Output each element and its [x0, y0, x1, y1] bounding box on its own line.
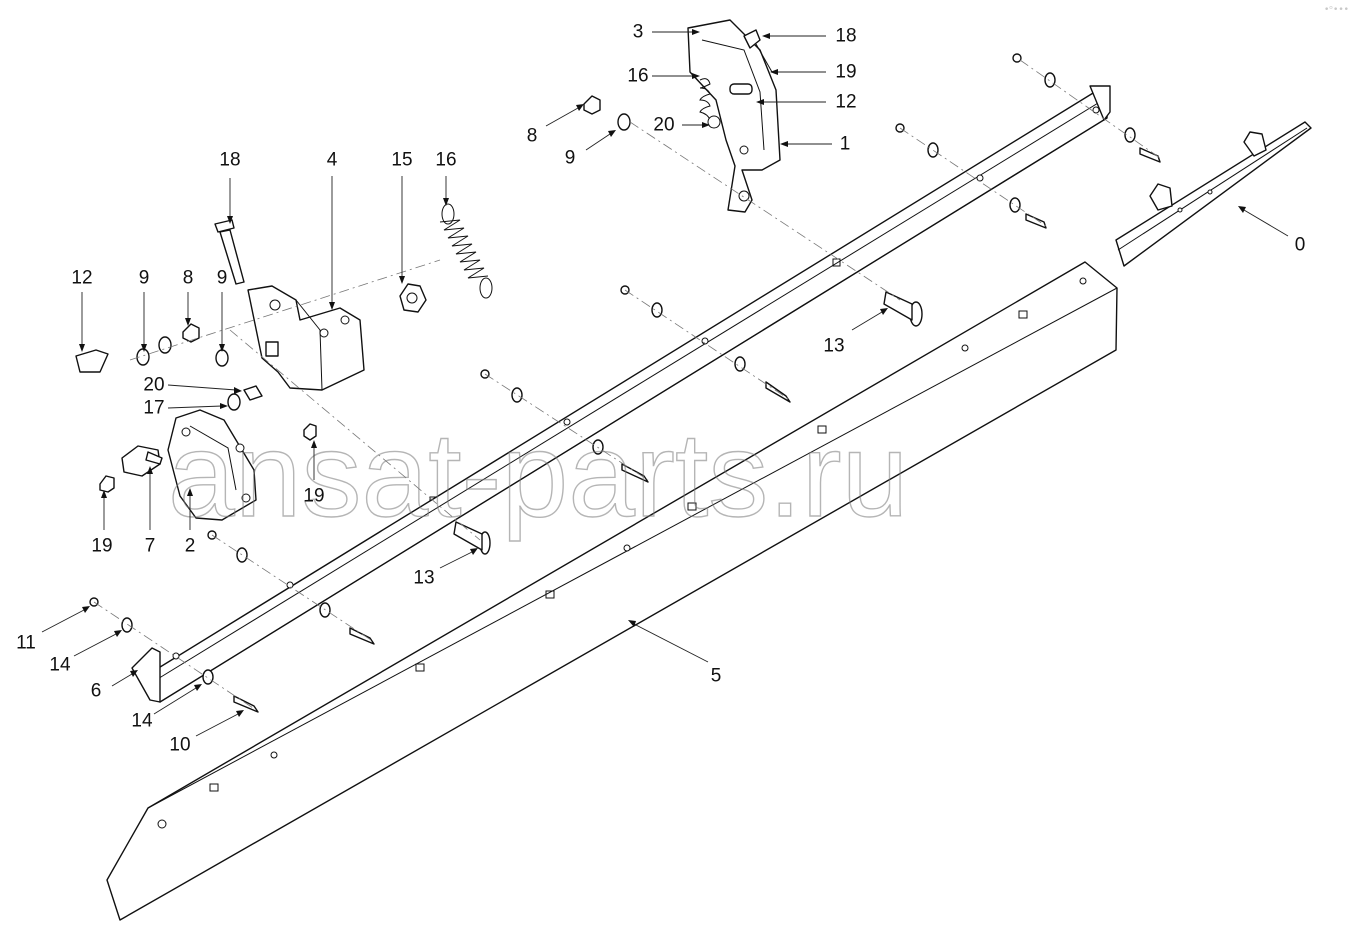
callout-13: 13	[413, 568, 434, 589]
callout-20: 20	[143, 375, 164, 396]
callout-8: 8	[183, 268, 194, 289]
callout-12: 12	[71, 268, 92, 289]
part-18-bolt-upper	[743, 29, 773, 73]
callout-9: 9	[217, 268, 228, 289]
part-16-spring-upper	[699, 78, 721, 129]
part-16-spring	[439, 203, 493, 299]
callout-18: 18	[219, 150, 240, 171]
callout-2: 2	[185, 536, 196, 557]
alignment-lines	[93, 59, 1161, 711]
callout-19: 19	[835, 62, 856, 83]
part-0-assembly	[1115, 121, 1312, 267]
callout-18: 18	[835, 26, 856, 47]
callout-4: 4	[327, 150, 338, 171]
part-5-panel	[106, 261, 1118, 921]
callout-17: 17	[143, 398, 164, 419]
callout-5: 5	[711, 666, 722, 687]
callout-6: 6	[91, 681, 102, 702]
hardware	[75, 53, 1161, 713]
callout-19: 19	[303, 486, 324, 507]
part-15-nut	[399, 283, 427, 313]
callout-9: 9	[565, 148, 576, 169]
part-7-bolt	[121, 445, 163, 477]
callout-16: 16	[627, 66, 648, 87]
part-4-bracket	[247, 285, 365, 391]
callout-14: 14	[49, 655, 71, 676]
callout-9: 9	[139, 268, 150, 289]
part-13-rivets	[453, 291, 923, 555]
callout-14: 14	[131, 711, 153, 732]
callout-10: 10	[169, 735, 190, 756]
part-12-pin-upper	[729, 83, 753, 95]
watermark-text: ansat-parts.ru	[168, 408, 908, 542]
callout-0: 0	[1295, 235, 1306, 256]
callout-12: 12	[835, 92, 856, 113]
callout-13: 13	[823, 336, 844, 357]
callout-16: 16	[435, 150, 456, 171]
callout-1: 1	[840, 134, 851, 155]
callout-19: 19	[91, 536, 112, 557]
callout-8: 8	[527, 126, 538, 147]
callout-3: 3	[633, 22, 644, 43]
part-18-pin	[214, 219, 245, 285]
callout-20: 20	[653, 115, 674, 136]
callout-15: 15	[391, 150, 412, 171]
part-3-latch	[687, 19, 781, 213]
callout-labels: 3 18 16 19 12 20 1 8 9 0 18 4 15 16 12 9…	[16, 22, 1305, 756]
callout-7: 7	[145, 536, 156, 557]
callout-leaders	[41, 29, 1289, 737]
callout-11: 11	[16, 633, 36, 654]
corner-mark: •ᵒ•••	[1324, 5, 1349, 15]
